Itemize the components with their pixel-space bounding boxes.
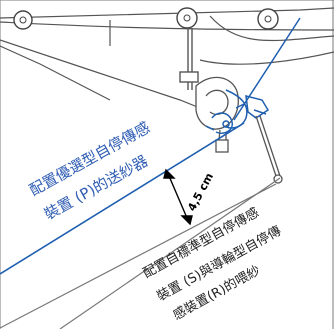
- measure-arrow: [163, 168, 193, 226]
- feeder-body: [195, 76, 239, 153]
- pulley-left: [13, 10, 33, 30]
- measure-label: 4,5 cm: [185, 171, 216, 214]
- tension-arm: [255, 115, 283, 184]
- pulley-right: [257, 8, 279, 30]
- blue-sensor-mechanism: [205, 89, 270, 134]
- pulley-middle: [176, 7, 198, 29]
- yarn-path: [233, 17, 301, 121]
- mount-rod: [179, 28, 199, 90]
- blue-reference-line: [0, 122, 245, 275]
- top-rail: [0, 7, 334, 109]
- grey-reference-lines: [0, 177, 281, 329]
